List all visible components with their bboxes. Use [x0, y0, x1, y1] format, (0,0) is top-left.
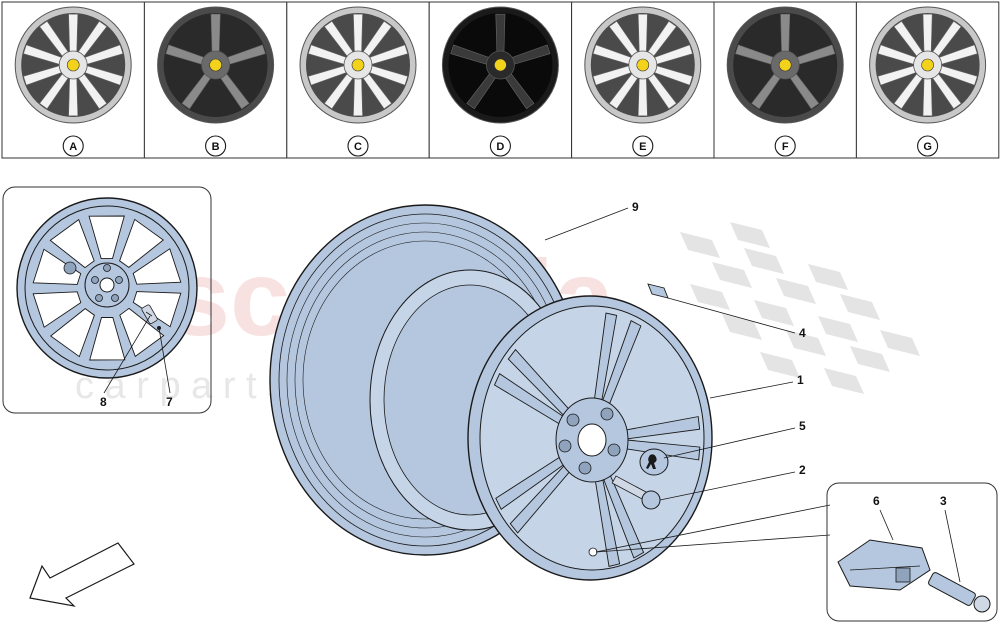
prancing-horse-icon	[646, 454, 657, 469]
callout-3: 3	[940, 494, 947, 508]
variant-wheel-image	[14, 6, 132, 124]
variant-wheel-image	[584, 6, 702, 124]
callout-1: 1	[797, 373, 804, 387]
brand-badge-icon	[778, 58, 792, 72]
wheel-variant-g[interactable]: G	[855, 1, 1000, 159]
brand-badge-icon	[636, 58, 650, 72]
balance-weight[interactable]	[647, 283, 669, 299]
wheel-variant-a[interactable]: A	[1, 1, 145, 159]
variant-wheel-image	[441, 6, 559, 124]
variant-letter-badge	[205, 135, 227, 157]
wheel-variant-d[interactable]: D	[428, 1, 573, 159]
variant-wheel-image	[157, 6, 275, 124]
wheel-variant-c[interactable]: C	[286, 1, 430, 159]
center-cap[interactable]	[639, 448, 669, 476]
brand-badge-icon	[209, 58, 222, 72]
variant-wheel-image	[869, 6, 987, 124]
spare-wheel-inset-frame	[2, 186, 212, 414]
variant-letter-badge	[489, 135, 511, 157]
variant-letter: C	[354, 141, 362, 153]
callout-7: 7	[166, 395, 173, 409]
variant-letter-badge	[632, 135, 654, 157]
spare-valve[interactable]	[141, 304, 158, 324]
brand-badge-icon	[66, 58, 80, 72]
variant-letter-badge	[774, 135, 796, 157]
variant-letter: D	[496, 141, 504, 153]
checkered-flag-watermark	[680, 222, 920, 394]
variant-letter: B	[212, 141, 220, 153]
variant-letter: E	[639, 141, 646, 153]
variant-letter-badge	[917, 135, 939, 157]
spare-wheel-spokes	[32, 215, 182, 361]
callout-8: 8	[100, 395, 107, 409]
brand-badge-icon	[494, 58, 507, 72]
rim[interactable]	[467, 295, 713, 581]
variant-wheel-image	[299, 6, 417, 124]
variant-letter: F	[782, 141, 789, 153]
wheel-variant-f[interactable]: F	[713, 1, 857, 159]
wheel-variant-e[interactable]: E	[571, 1, 715, 159]
rim-spokes	[493, 312, 701, 567]
variant-letter: A	[69, 141, 77, 153]
variant-letter-badge	[347, 135, 369, 157]
wheel-variant-b[interactable]: B	[143, 1, 288, 159]
callout-2: 2	[799, 463, 806, 477]
tpms-valve-stem[interactable]	[928, 572, 991, 613]
spare-wheel-inset: 8 7	[2, 186, 212, 414]
brand-badge-icon	[351, 58, 365, 72]
brand-badge-icon	[921, 58, 934, 72]
wheel-variants-strip: A B C D E F G	[1, 1, 1000, 159]
callout-5: 5	[799, 419, 806, 433]
variant-letter-badge	[62, 135, 84, 157]
callout-9: 9	[632, 200, 639, 214]
variant-wheel-image	[726, 6, 844, 124]
callout-lines	[544, 207, 831, 553]
variant-letter: G	[923, 141, 932, 153]
tpms-inset: 6 3	[826, 482, 998, 622]
callout-4: 4	[799, 326, 806, 340]
spare-wheel[interactable]	[16, 197, 198, 379]
tpms-sensor[interactable]	[837, 539, 931, 591]
direction-arrow-icon	[29, 542, 135, 607]
callout-6: 6	[873, 494, 880, 508]
tpms-inset-frame	[826, 482, 998, 622]
